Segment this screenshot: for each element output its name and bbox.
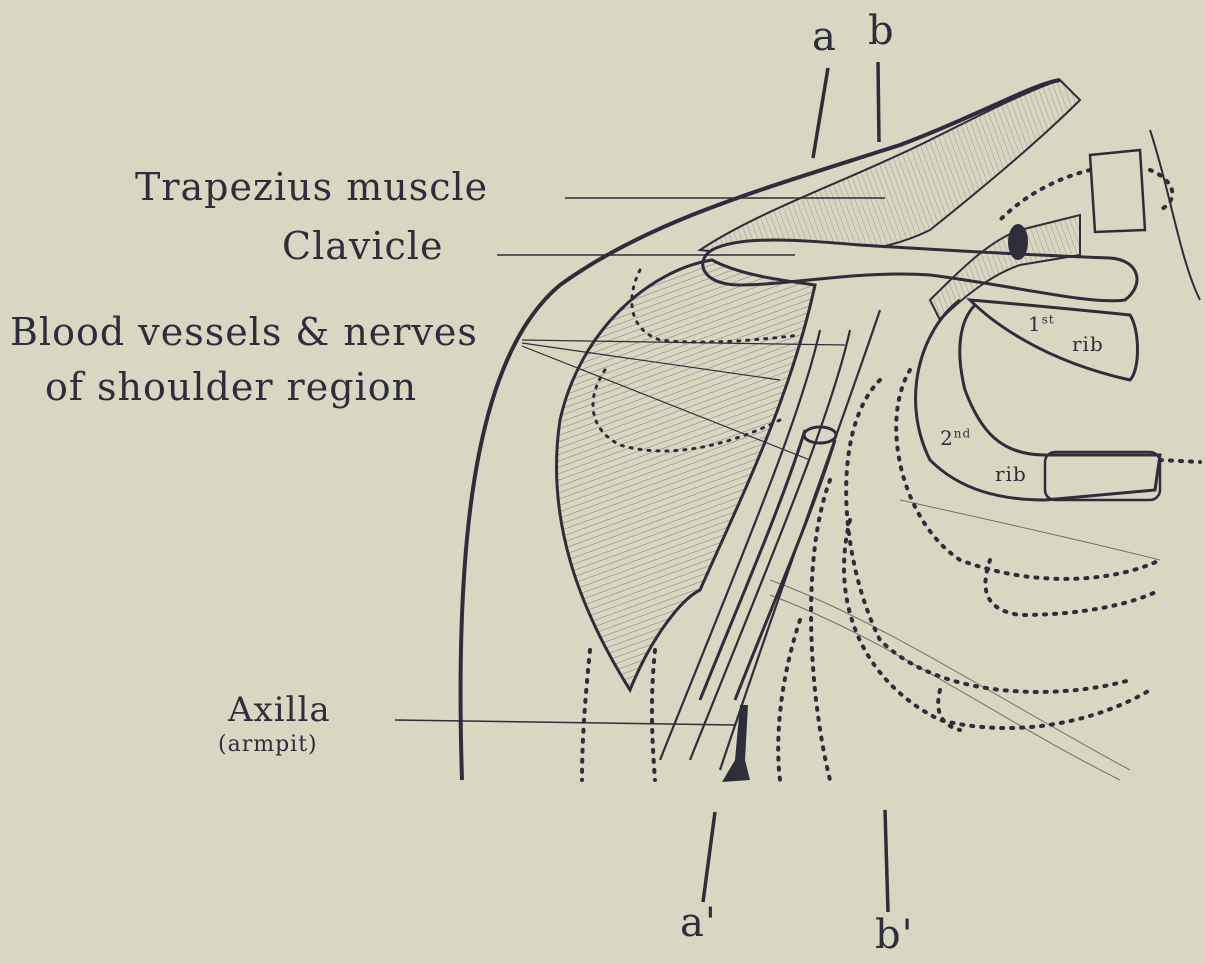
first-rib-number: 1 (1028, 312, 1042, 336)
marker-b-line (878, 62, 879, 142)
first-rib-suffix: st (1042, 312, 1055, 326)
first-rib-label: 1st (1028, 312, 1055, 336)
marker-a-line (813, 68, 828, 158)
marker-b-label: b (868, 8, 895, 54)
marker-a-prime-line (703, 812, 715, 902)
second-rib-suffix: nd (954, 426, 971, 440)
marker-a-prime-label: a' (680, 900, 717, 946)
first-rib-word: rib (1072, 332, 1104, 356)
vessels-label-line1: Blood vessels & nerves (10, 310, 478, 354)
deltoid-muscle (556, 260, 815, 690)
second-rib-label: 2nd (940, 426, 971, 450)
vertebra (1090, 150, 1145, 232)
dotted-contour (582, 650, 590, 780)
marker-a-label: a (812, 14, 837, 60)
second-rib-word: rib (995, 462, 1027, 486)
axilla-leader (395, 720, 735, 725)
second-rib-number: 2 (940, 426, 954, 450)
clavicle-label: Clavicle (282, 224, 443, 268)
vessels-label-line2: of shoulder region (45, 365, 417, 409)
marker-b-prime-line (885, 810, 888, 912)
axilla-mark (722, 705, 750, 782)
marker-b-prime-label: b' (875, 912, 914, 958)
trapezius-label: Trapezius muscle (135, 165, 488, 209)
axilla-label: Axilla (228, 690, 331, 730)
axilla-sublabel: (armpit) (218, 732, 318, 757)
